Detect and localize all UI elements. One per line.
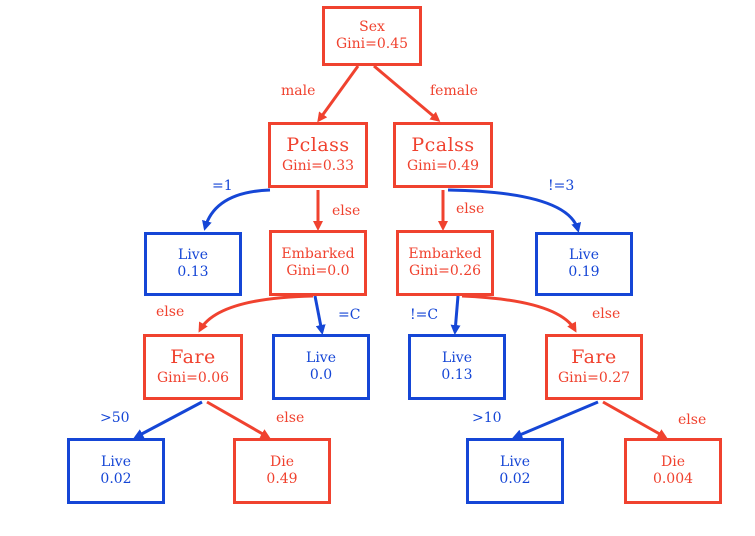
node-label: Die: [270, 453, 294, 470]
node-label: Embarked: [281, 245, 355, 262]
node-label: Live: [306, 349, 336, 366]
node-gini: Gini=0.06: [156, 370, 230, 387]
node-value: 0.13: [441, 367, 473, 383]
edge-label-neq3: !=3: [548, 178, 575, 194]
edge-label-else: else: [332, 203, 361, 219]
node-label: Sex: [359, 18, 385, 35]
node-label: Live: [500, 453, 530, 470]
node-gini: Gini=0.0: [286, 263, 350, 279]
edge-root-male: [317, 65, 360, 123]
node-live-0-02-right: Live 0.02: [466, 438, 564, 504]
edge-label-gt10: >10: [472, 410, 502, 426]
node-live-0-0: Live 0.0: [272, 334, 370, 400]
edge-pclass-female-neq3: [447, 188, 582, 233]
node-die-0-004: Die 0.004: [624, 438, 722, 504]
node-pclass-female: Pcalss Gini=0.49: [393, 122, 493, 188]
node-value: 0.02: [499, 471, 531, 487]
edge-embarked-female-else: [461, 294, 577, 333]
node-label: Live: [569, 246, 599, 263]
node-embarked-female: Embarked Gini=0.26: [396, 230, 494, 296]
node-label: Live: [442, 349, 472, 366]
edge-fare-male-else: [206, 400, 271, 439]
node-value: 0.19: [568, 264, 600, 280]
node-value: 0.13: [177, 264, 209, 280]
edge-label-male: male: [281, 83, 316, 99]
node-label: Live: [178, 246, 208, 263]
node-gini: Gini=0.49: [406, 158, 480, 175]
edge-label-else: else: [456, 201, 485, 217]
edge-label-female: female: [430, 83, 478, 99]
node-label: Fare: [170, 346, 216, 369]
node-die-0-49: Die 0.49: [233, 438, 331, 504]
node-label: Pclass: [286, 134, 350, 157]
node-value: 0.49: [266, 471, 298, 487]
edge-embarked-male-else: [198, 294, 314, 333]
edge-pclass-male-eq1: [202, 188, 271, 231]
node-fare-male: Fare Gini=0.06: [143, 334, 243, 400]
node-live-0-13-right: Live 0.13: [408, 334, 506, 400]
node-label: Fare: [571, 346, 617, 369]
node-value: 0.0: [309, 367, 333, 383]
node-fare-female: Fare Gini=0.27: [545, 334, 643, 400]
node-label: Embarked: [408, 245, 482, 262]
edge-fare-female-else: [602, 400, 668, 439]
node-label: Pcalss: [411, 134, 475, 157]
node-gini: Gini=0.27: [557, 370, 631, 387]
node-value: 0.004: [652, 471, 694, 487]
edge-root-female: [373, 64, 441, 122]
edge-fare-female-gt10: [512, 400, 599, 439]
node-pclass-male: Pclass Gini=0.33: [268, 122, 368, 188]
edge-label-else: else: [678, 412, 707, 428]
edge-fare-male-gt50: [133, 400, 203, 439]
node-gini: Gini=0.45: [335, 36, 409, 52]
node-live-0-19: Live 0.19: [535, 232, 633, 296]
edge-label-else: else: [156, 304, 185, 320]
node-label: Die: [661, 453, 685, 470]
edge-label-gt50: >50: [100, 410, 130, 426]
node-live-0-13-left: Live 0.13: [144, 232, 242, 296]
edge-embarked-male-eqC: [313, 295, 326, 335]
node-live-0-02-left: Live 0.02: [67, 438, 165, 504]
node-label: Live: [101, 453, 131, 470]
node-embarked-male: Embarked Gini=0.0: [269, 230, 367, 296]
edge-label-neqC: !=C: [410, 307, 439, 323]
edge-embarked-female-neqC: [450, 295, 461, 335]
node-gini: Gini=0.26: [408, 263, 482, 279]
edge-label-eq1: =1: [212, 178, 233, 194]
edge-label-else: else: [592, 306, 621, 322]
node-value: 0.02: [100, 471, 132, 487]
node-sex-root: Sex Gini=0.45: [322, 6, 422, 66]
node-gini: Gini=0.33: [281, 158, 355, 175]
edge-label-eqC: =C: [338, 307, 361, 323]
edge-label-else: else: [276, 410, 305, 426]
